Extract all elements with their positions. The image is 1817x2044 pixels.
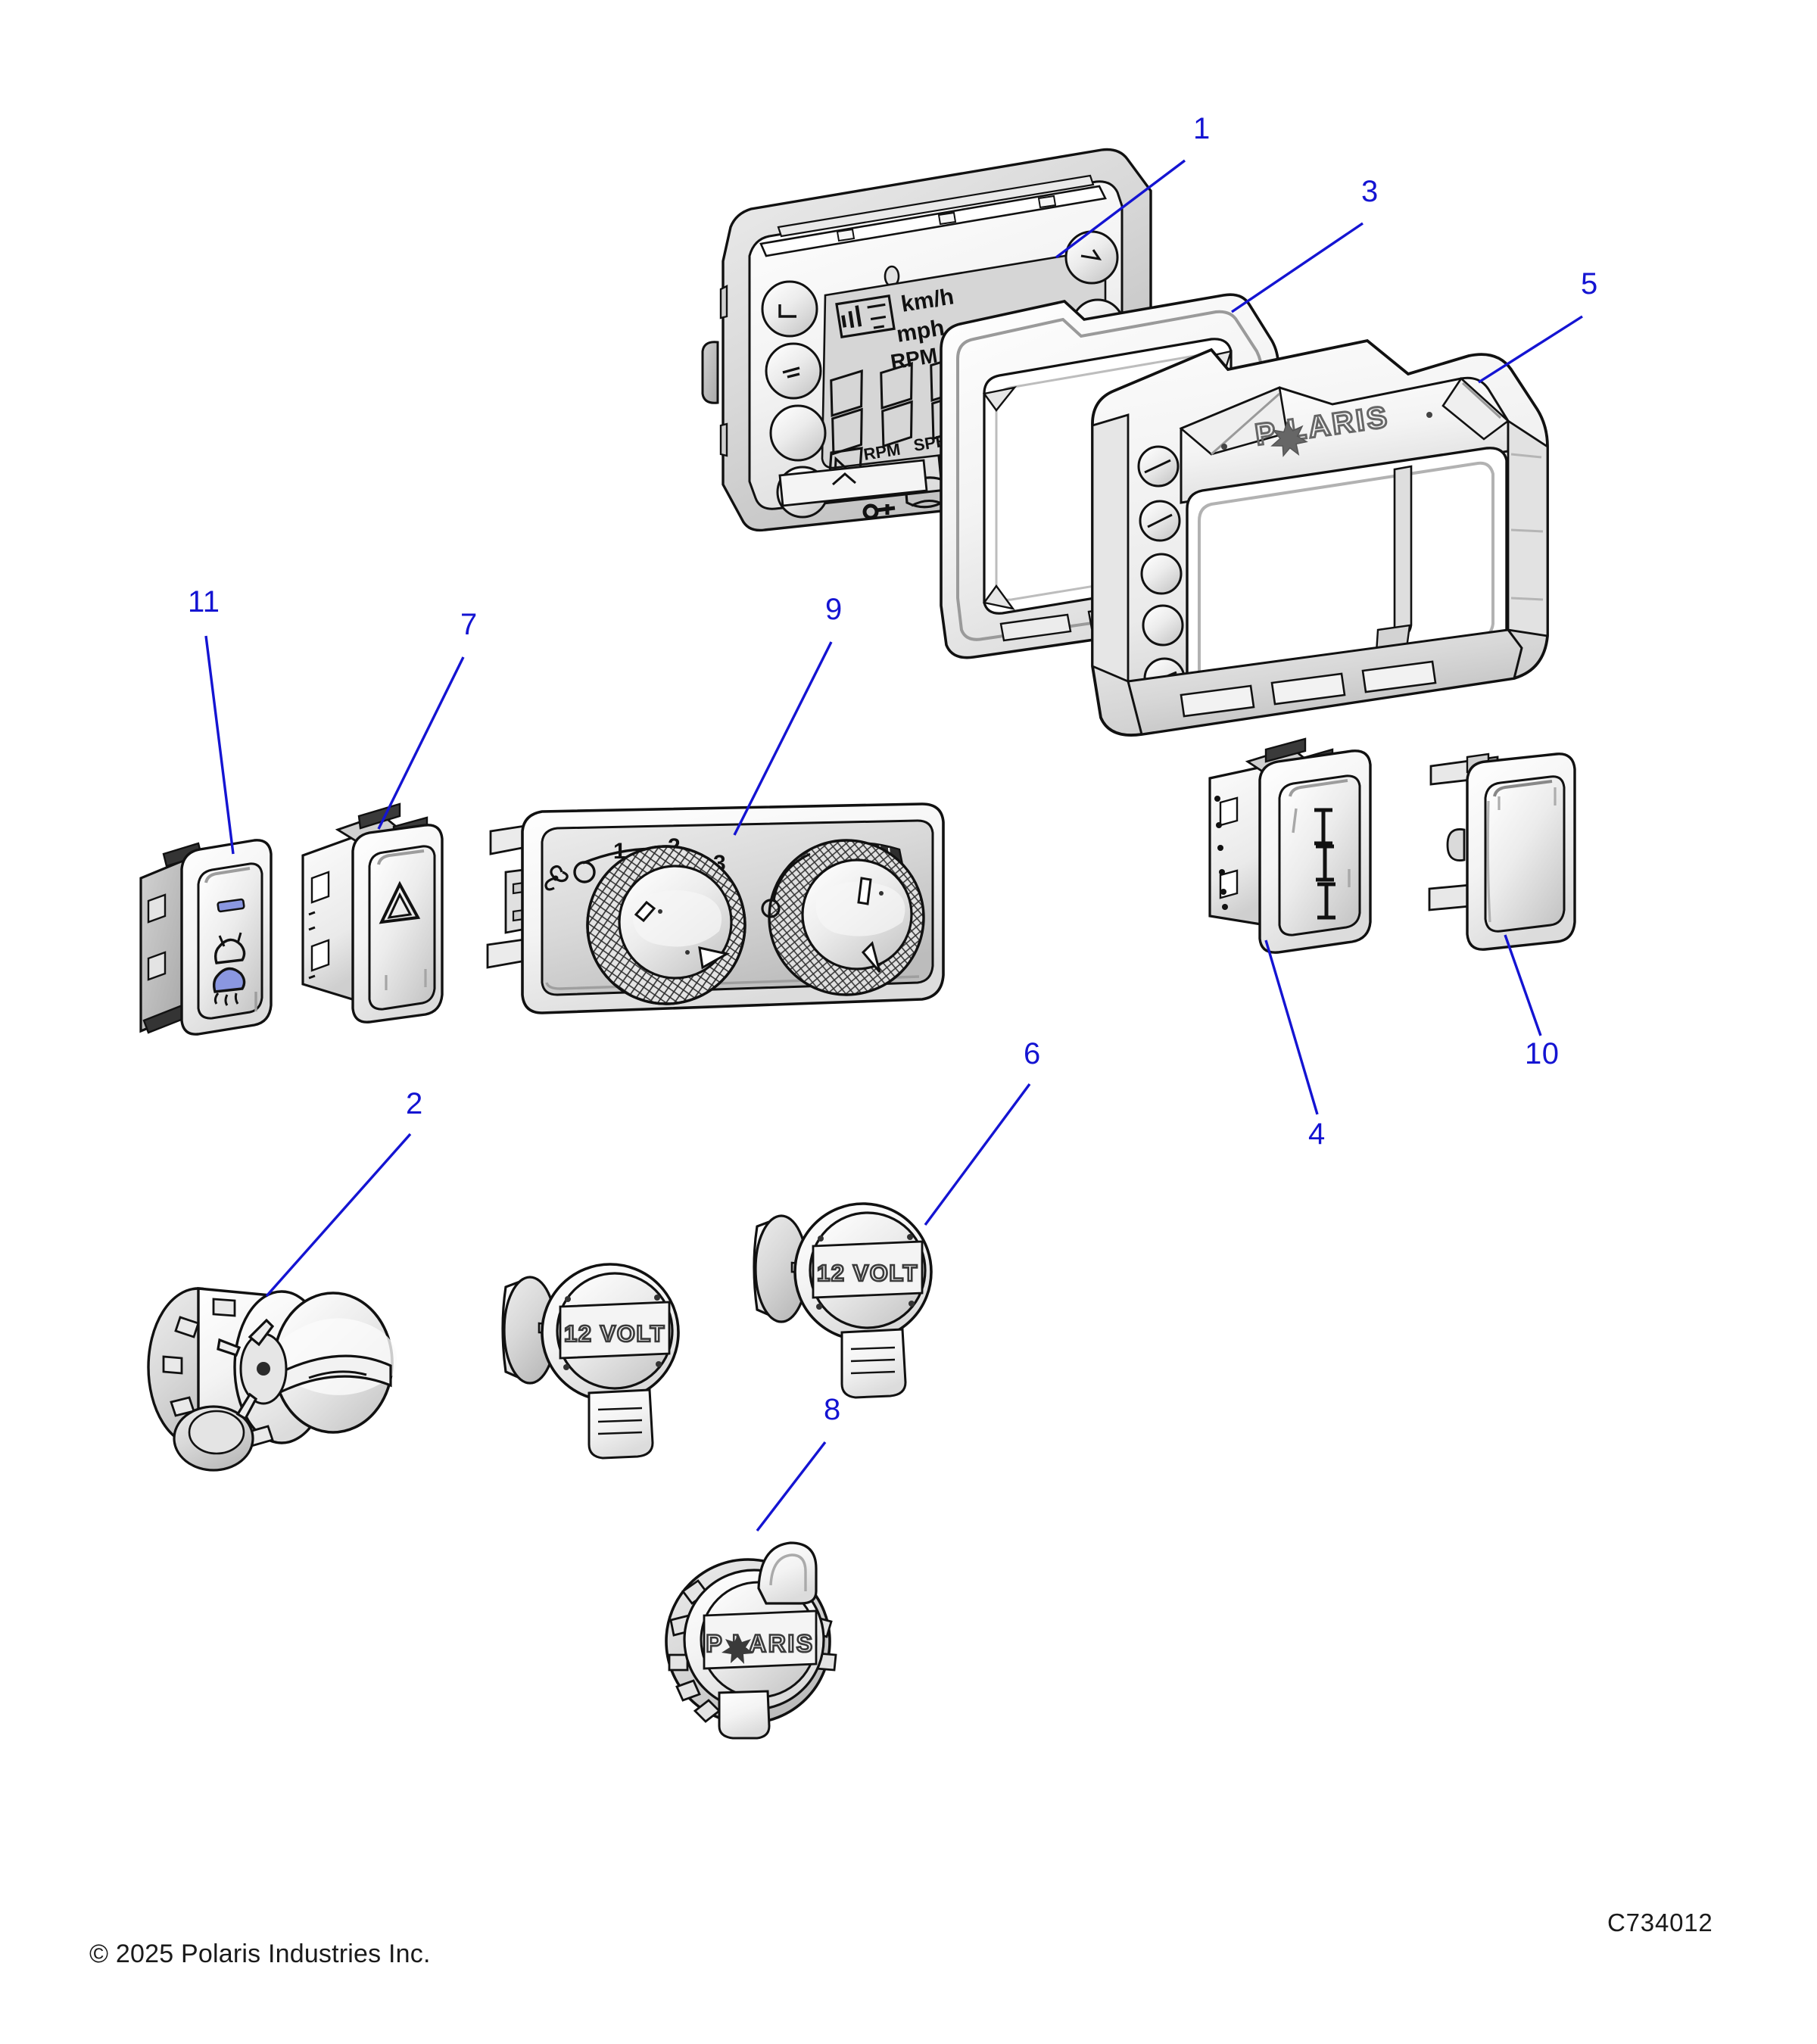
power-outlet-12v-a: 12 VOLT <box>501 1263 680 1460</box>
callout-number-5[interactable]: 5 <box>1581 267 1598 301</box>
callout-number-10[interactable]: 10 <box>1525 1037 1560 1070</box>
callout-number-3[interactable]: 3 <box>1361 175 1379 208</box>
temperature-knob[interactable] <box>761 839 925 996</box>
callout-number-11[interactable]: 11 <box>188 585 220 618</box>
instrument-cluster-gauge: km/h mph RPM <box>701 148 1152 532</box>
callout-number-8[interactable]: 8 <box>824 1393 841 1426</box>
volt-cap-text-b: 12 VOLT <box>817 1260 918 1286</box>
fan-icon <box>544 865 569 891</box>
callout-number-4[interactable]: 4 <box>1308 1117 1326 1151</box>
callout-number-9[interactable]: 9 <box>825 593 843 626</box>
fan-speed-knob[interactable] <box>586 845 746 1005</box>
polaris-cap-text: P LARIS <box>706 1630 814 1657</box>
headlight-beam-icon <box>1314 808 1335 920</box>
ignition-switch <box>147 1287 397 1472</box>
callout-number-7[interactable]: 7 <box>460 608 478 641</box>
volt-cap-text-a: 12 VOLT <box>564 1320 665 1347</box>
washer-icon <box>212 967 246 1006</box>
callout-leader-lines <box>204 159 1583 1532</box>
callout-number-1[interactable]: 1 <box>1193 112 1211 145</box>
polaris-accessory-outlet: P LARIS <box>665 1541 837 1740</box>
wiper-icon <box>213 932 246 964</box>
heater-control-panel: 1 2 3 <box>486 802 945 1014</box>
light-mode-switch <box>1208 737 1372 954</box>
polaris-cap-logo-icon: P LARIS <box>705 1629 814 1664</box>
power-outlet-12v-b: 12 VOLT <box>753 1202 933 1399</box>
blank-rocker-switch <box>1428 752 1576 951</box>
callout-number-2[interactable]: 2 <box>406 1087 423 1120</box>
copyright-notice: © 2025 Polaris Industries Inc. <box>89 1940 431 1968</box>
hazard-switch <box>301 802 444 1024</box>
wiper-washer-switch <box>139 839 273 1036</box>
svg-text:1: 1 <box>613 839 626 864</box>
part-number: C734012 <box>1607 1908 1713 1937</box>
hazard-triangle-icon <box>379 880 421 924</box>
gauge-bezel-polaris: P LARIS <box>1091 338 1549 737</box>
callout-number-6[interactable]: 6 <box>1024 1037 1041 1070</box>
